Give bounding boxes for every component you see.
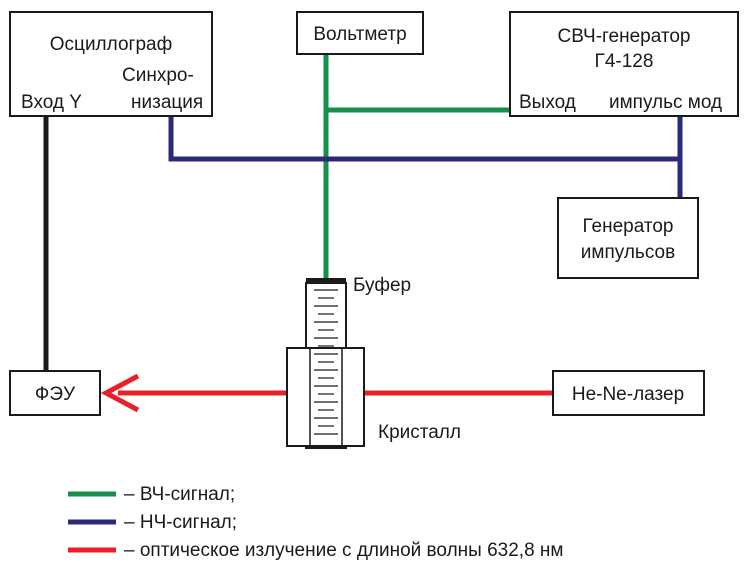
microwave-generator-block	[509, 11, 739, 117]
voltmeter-title: Вольтметр	[313, 24, 406, 45]
legend-text-optical: – оптическое излучение с длиной волны 63…	[124, 540, 563, 561]
photomultiplier-block	[9, 370, 101, 416]
oscilloscope-title: Осциллограф	[50, 34, 172, 55]
microwave-generator-output-label: Выход	[519, 92, 576, 113]
lf-wire-sync	[168, 117, 680, 162]
buffer-cap	[306, 278, 346, 283]
oscilloscope-sync-label-1: Синхро-	[122, 65, 194, 86]
microwave-generator-title-1: СВЧ-генератор	[557, 26, 690, 47]
laser-title: He-Ne-лазер	[572, 384, 684, 405]
legend-text-lf: – НЧ-сигнал;	[124, 512, 237, 533]
microwave-generator-title-2: Г4-128	[595, 51, 654, 72]
oscilloscope-input-y-label: Вход Y	[21, 92, 82, 113]
buffer-rod-inner	[310, 350, 342, 444]
legend-text-hf: – ВЧ-сигнал;	[124, 484, 235, 505]
oscilloscope-sync-label-2: низация	[131, 92, 203, 113]
optical-beam-arrowhead	[100, 373, 140, 413]
pulse-generator-title-1: Генератор	[583, 216, 674, 237]
oscilloscope-block	[9, 11, 213, 117]
buffer-label: Буфер	[353, 275, 411, 296]
crystal-label: Кристалл	[378, 422, 461, 443]
laser-block	[552, 370, 705, 416]
photomultiplier-title: ФЭУ	[35, 384, 76, 405]
voltmeter-block	[296, 11, 424, 55]
buffer-scale-marks	[314, 289, 338, 435]
microwave-generator-pulse-mod-label: импульс мод	[609, 92, 722, 113]
pulse-generator-title-2: импульсов	[581, 242, 675, 263]
pulse-generator-block	[557, 197, 699, 279]
legend: – ВЧ-сигнал; – НЧ-сигнал; – оптическое и…	[68, 484, 563, 561]
